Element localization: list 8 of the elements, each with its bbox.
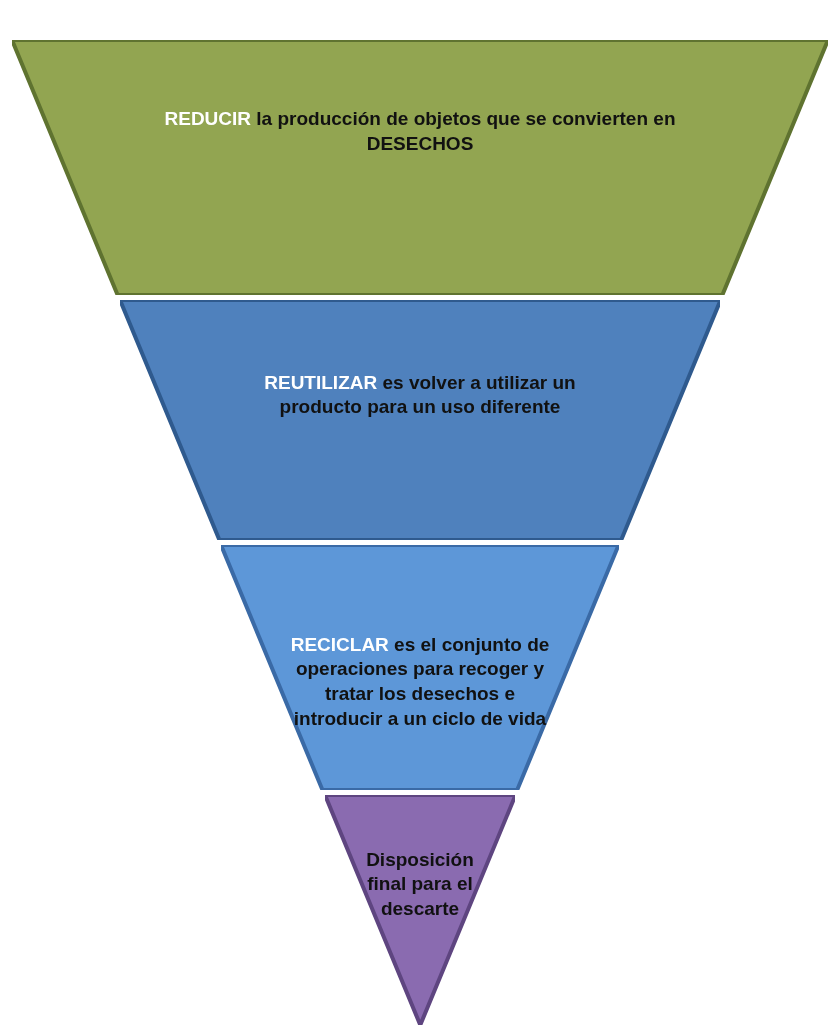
pyramid-band bbox=[221, 545, 619, 790]
band-text: REUTILIZAR es volver a utilizar un producto para un uso diferente bbox=[263, 370, 577, 420]
band-text: Disposición final para el descarte bbox=[365, 847, 475, 922]
pyramid-band bbox=[119, 300, 721, 540]
band-text: RECICLAR es el conjunto de operaciones para recoger y tratar los desechos e introducir a un ciclo de vida bbox=[289, 632, 551, 731]
pyramid-band bbox=[12, 40, 828, 295]
pyramid-band bbox=[324, 795, 516, 1025]
band-text: REDUCIR la producción de objetos que se convierten en DESECHOS bbox=[163, 106, 677, 156]
